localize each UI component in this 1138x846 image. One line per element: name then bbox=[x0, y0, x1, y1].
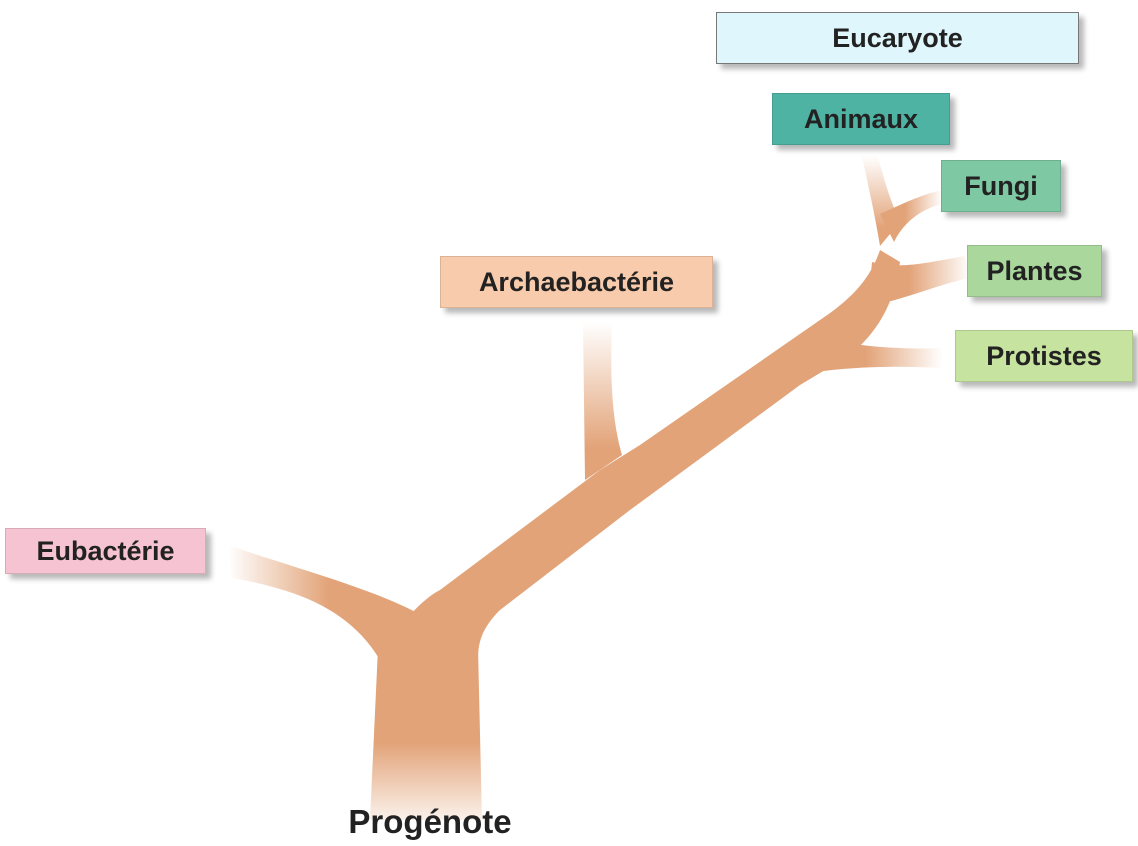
progenote-label: Progénote bbox=[330, 800, 530, 844]
animaux-label: Animaux bbox=[772, 93, 950, 145]
archaebacterie-label: Archaebactérie bbox=[440, 256, 713, 308]
archaebacterie-branch bbox=[583, 322, 622, 480]
plantes-label: Plantes bbox=[967, 245, 1102, 297]
trunk-branch bbox=[370, 648, 482, 820]
eubacterie-label: Eubactérie bbox=[5, 528, 206, 574]
eucaryote-label: Eucaryote bbox=[716, 12, 1079, 64]
protistes-label: Protistes bbox=[955, 330, 1133, 382]
fungi-label: Fungi bbox=[941, 160, 1061, 212]
main-branch bbox=[378, 250, 900, 660]
protistes-branch bbox=[815, 340, 942, 372]
